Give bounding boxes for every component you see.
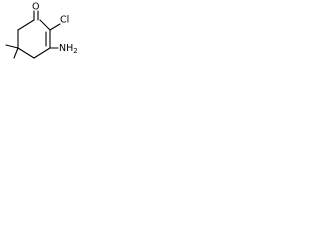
bond-c2-cl [49,23,61,31]
bond-c5-methyl-2 [13,47,19,59]
oxygen-label: O [32,2,39,13]
amino-label: NH2 [59,43,78,56]
bond-c1-c2 [39,19,51,31]
bond-c3-c4 [33,47,51,59]
amino-subscript: 2 [73,47,77,55]
bond-c5-methyl-1 [5,44,19,49]
bond-c6-c1 [17,19,35,31]
bond-c4-c5 [17,47,35,59]
chemical-structure-diagram: O Cl NH2 [5,2,78,59]
chlorine-label: Cl [60,15,69,26]
amino-text: NH [59,43,73,54]
